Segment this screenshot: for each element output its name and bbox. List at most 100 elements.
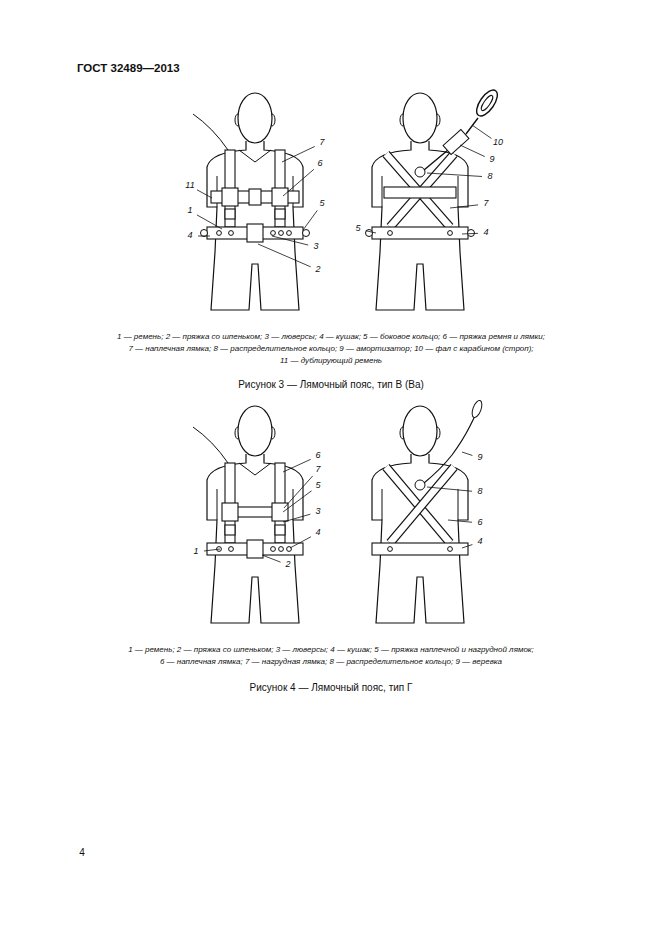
callout-number: 4 xyxy=(476,537,483,547)
head xyxy=(403,406,437,456)
leader-line xyxy=(197,215,222,229)
callout-number: 6 xyxy=(314,451,321,461)
arm-line xyxy=(458,489,459,520)
strap-buckle xyxy=(272,188,288,206)
leader-line xyxy=(258,244,311,267)
strap-buckle xyxy=(249,189,261,205)
leader-line xyxy=(303,210,317,230)
belt xyxy=(372,543,468,555)
human-figure xyxy=(193,93,310,310)
shock-absorber xyxy=(443,130,469,155)
callout-number: 1 xyxy=(186,206,193,216)
torso-outline xyxy=(372,454,468,623)
callout-number: 4 xyxy=(314,528,321,538)
figure-key: 7 — наплечная лямка; 8 — распределительн… xyxy=(128,345,533,354)
callout-number: 3 xyxy=(312,242,319,252)
leader-line xyxy=(448,520,472,522)
leader-line xyxy=(290,537,311,548)
callout-number: 8 xyxy=(476,487,483,497)
strap-outline xyxy=(390,467,454,543)
head xyxy=(403,93,437,143)
page-header: ГОСТ 32489—2013 xyxy=(77,62,180,74)
arm-line xyxy=(382,176,383,207)
callout-number: 9 xyxy=(488,155,495,165)
figure-caption: Рисунок 3 — Лямочный пояс, тип В (Ва) xyxy=(238,379,424,390)
strap-buckle xyxy=(275,525,285,535)
leader-line xyxy=(460,145,485,157)
leader-line xyxy=(283,459,311,472)
leader-line xyxy=(462,233,478,235)
distribution-ring xyxy=(415,167,425,177)
strap-fill xyxy=(390,467,454,543)
carabiner xyxy=(473,87,502,120)
callout-number: 4 xyxy=(482,228,489,238)
eyelet xyxy=(229,547,234,552)
wire xyxy=(193,114,228,150)
eyelet xyxy=(388,547,393,552)
callout-number: 7 xyxy=(482,199,489,209)
leader-line xyxy=(450,205,478,208)
leader-line xyxy=(284,476,313,508)
human-figure xyxy=(193,406,303,623)
figure-key: 11 — дублирующий ремень xyxy=(280,357,382,366)
leader-line xyxy=(283,514,310,522)
callout-number: 9 xyxy=(476,453,483,463)
leader-line xyxy=(198,236,210,237)
eyelet xyxy=(229,231,234,236)
side-ring xyxy=(201,230,208,237)
wire xyxy=(193,427,228,463)
callout-number: 8 xyxy=(486,172,493,182)
eyelet xyxy=(388,231,393,236)
eyelet xyxy=(271,547,276,552)
back-strap xyxy=(384,187,456,198)
side-ring xyxy=(303,230,310,237)
figure-key: 1 — ремень; 2 — пряжка со шпеньком; 3 — … xyxy=(117,333,545,342)
callout-number: 4 xyxy=(186,231,193,241)
figure-key: 1 — ремень; 2 — пряжка со шпеньком; 3 — … xyxy=(128,646,534,655)
leader-line xyxy=(462,452,472,455)
callout-number: 5 xyxy=(314,481,321,491)
strap-buckle xyxy=(222,188,238,206)
leader-line xyxy=(427,487,472,491)
eyelet xyxy=(448,547,453,552)
callout-number: 7 xyxy=(314,465,321,475)
human-figure xyxy=(366,87,502,310)
human-figure xyxy=(372,399,484,623)
strap-buckle xyxy=(222,503,238,521)
callout-number: 1 xyxy=(192,547,199,557)
arm-line xyxy=(458,176,459,207)
strap-buckle xyxy=(275,209,285,219)
figure-caption: Рисунок 4 — Лямочный пояс, тип Г xyxy=(250,682,413,693)
callout-number: 10 xyxy=(492,138,504,148)
callout-number: 5 xyxy=(354,224,361,234)
leader-line xyxy=(472,125,491,138)
leader-line xyxy=(197,190,212,198)
head xyxy=(238,406,272,456)
distribution-ring xyxy=(415,480,425,490)
eyelet xyxy=(279,231,284,236)
callout-number: 7 xyxy=(318,138,325,148)
callout-number: 3 xyxy=(314,507,321,517)
side-ring xyxy=(468,230,475,237)
arm-line xyxy=(217,489,218,520)
eyelet xyxy=(217,231,222,236)
torso-outline xyxy=(207,454,303,623)
head xyxy=(238,93,272,143)
leader-line xyxy=(283,491,312,512)
rope-loop xyxy=(470,399,484,419)
rope xyxy=(424,418,474,483)
collar xyxy=(239,463,271,475)
lanyard xyxy=(424,118,478,170)
arm-line xyxy=(382,489,383,520)
belt-buckle xyxy=(247,540,263,558)
belt xyxy=(372,227,468,239)
eyelet xyxy=(287,231,292,236)
torso-outline xyxy=(207,141,303,310)
leader-line xyxy=(462,545,472,548)
torso-outline xyxy=(372,141,468,310)
strap-buckle xyxy=(225,209,235,219)
callout-number: 6 xyxy=(476,518,483,528)
page-number: 4 xyxy=(79,847,85,858)
callout-number: 2 xyxy=(314,265,321,275)
